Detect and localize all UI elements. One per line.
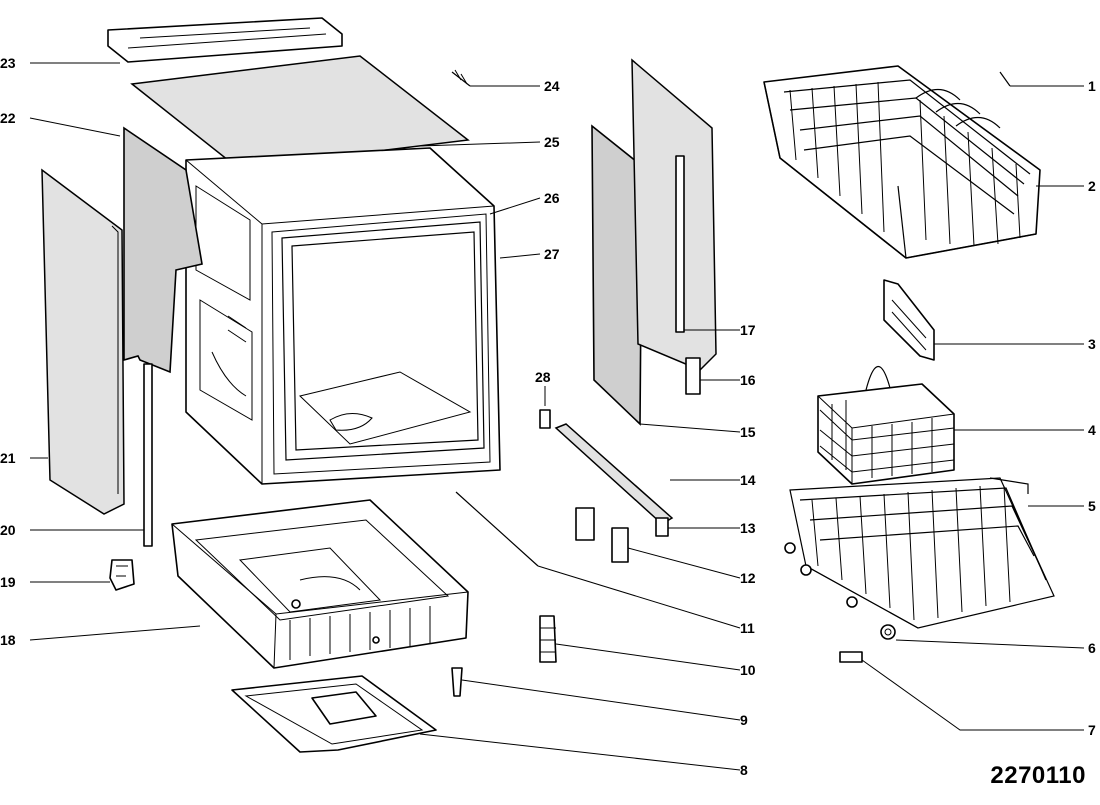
- part-18-base: [171, 499, 469, 669]
- callout-21: 21: [0, 450, 16, 466]
- part-14-rail: [554, 423, 674, 525]
- main-cabinet-tub: [185, 147, 501, 485]
- callout-17: 17: [740, 322, 756, 338]
- part-5-lower-basket: [784, 477, 1055, 629]
- part-21-side-panel: [41, 168, 125, 515]
- part-25-worktop: [130, 55, 470, 169]
- callout-27: 27: [544, 246, 560, 262]
- callout-14: 14: [740, 472, 756, 488]
- callout-18: 18: [0, 632, 16, 648]
- callout-24: 24: [544, 78, 560, 94]
- part-20-rod: [143, 363, 153, 547]
- callout-9: 9: [740, 712, 748, 728]
- callout-25: 25: [544, 134, 560, 150]
- part-2-upper-basket: [763, 65, 1041, 259]
- callout-20: 20: [0, 522, 16, 538]
- callout-labels: 23 22 21 20 19 18 24 25 26 27 28 17 16 1…: [0, 55, 1096, 778]
- callout-10: 10: [740, 662, 756, 678]
- callout-11: 11: [740, 620, 755, 636]
- callout-26: 26: [544, 190, 560, 206]
- callout-7: 7: [1088, 722, 1096, 738]
- part-22-insulation-panel: [123, 126, 203, 374]
- callout-22: 22: [0, 110, 16, 126]
- callout-1: 1: [1088, 78, 1096, 94]
- part-3-bracket: [883, 279, 935, 361]
- part-23-top-trim: [107, 17, 343, 63]
- callout-5: 5: [1088, 498, 1096, 514]
- callout-16: 16: [740, 372, 756, 388]
- callout-28: 28: [535, 369, 551, 385]
- part-4-cutlery-basket: [817, 366, 955, 485]
- callout-19: 19: [0, 574, 16, 590]
- part-12-hinges: [575, 507, 629, 563]
- callout-13: 13: [740, 520, 756, 536]
- part-24-spring: [451, 69, 471, 87]
- callout-6: 6: [1088, 640, 1096, 656]
- callout-12: 12: [740, 570, 756, 586]
- part-7-axle: [839, 651, 863, 663]
- callout-4: 4: [1088, 422, 1096, 438]
- callout-15: 15: [740, 424, 756, 440]
- part-8-bottom-tray: [231, 675, 437, 753]
- callout-2: 2: [1088, 178, 1096, 194]
- part-28-clip: [539, 409, 551, 429]
- part-19-clip: [109, 559, 135, 591]
- part-1-handle: [999, 71, 1011, 87]
- part-10-valve: [539, 615, 557, 663]
- callout-23: 23: [0, 55, 16, 71]
- part-6-wheel: [880, 624, 896, 640]
- callout-8: 8: [740, 762, 748, 778]
- document-number: 2270110: [990, 762, 1086, 789]
- callout-3: 3: [1088, 336, 1096, 352]
- part-11-wire: [455, 491, 539, 567]
- part-17-door-outer: [631, 58, 717, 371]
- part-13-plug: [655, 517, 669, 537]
- leader-lines: [29, 62, 1085, 771]
- part-16-door-bracket: [685, 357, 701, 395]
